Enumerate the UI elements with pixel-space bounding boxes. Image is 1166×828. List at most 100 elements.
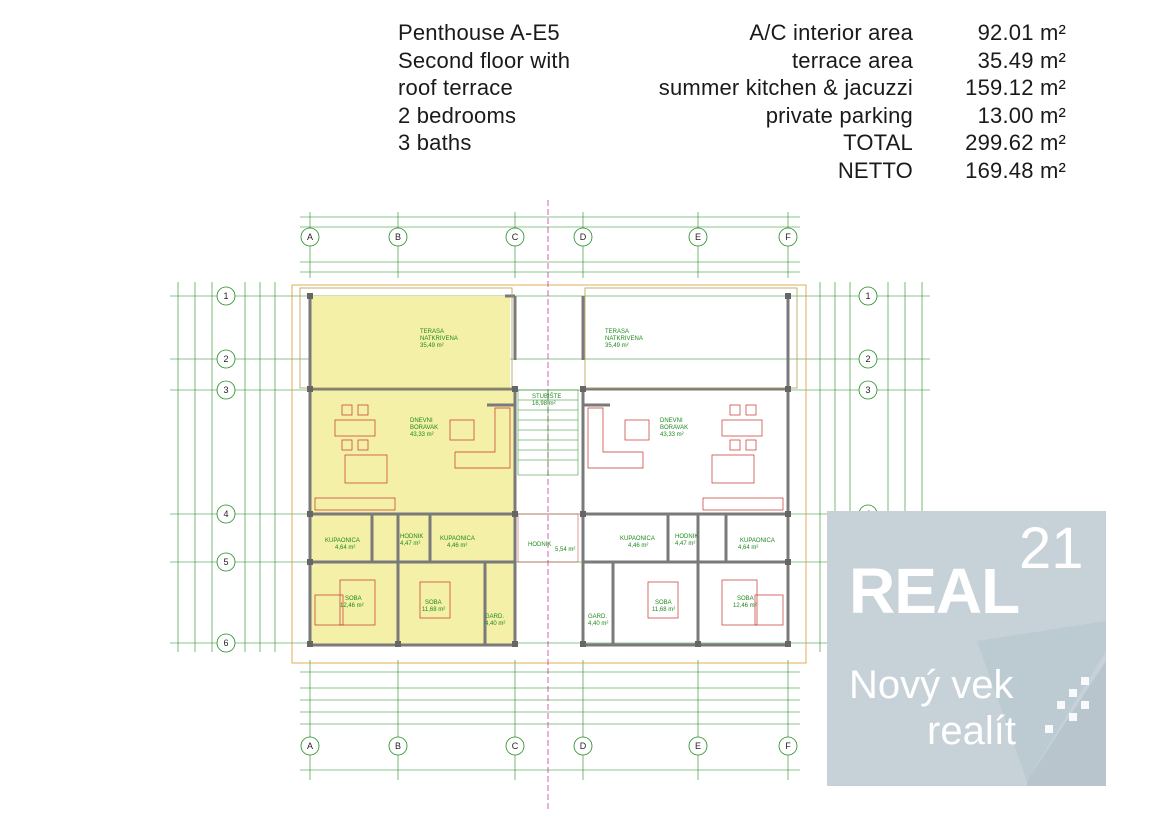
room-kupaonica1-right-1: KUPAONICA (620, 536, 655, 542)
grid-label-bottom-a: A (307, 741, 313, 751)
columns (307, 293, 791, 647)
unit-floor: Second floor with (398, 47, 571, 73)
room-boravak-right-3: 43,33 m² (660, 432, 684, 438)
room-hodnik-right-2: 4,47 m² (675, 541, 695, 547)
room-boravak-left-3: 43,33 m² (410, 432, 434, 438)
dimension-lines-top (300, 212, 800, 278)
room-kupaonica2-right-1: KUPAONICA (740, 538, 775, 544)
grid-label-bottom-b: B (395, 741, 401, 751)
room-soba1-left-1: SOBA (345, 596, 362, 602)
grid-label-top-c: C (512, 232, 519, 242)
area-label-ac: A/C interior area (749, 20, 913, 45)
room-boravak-right-1: DNEVNI (660, 418, 683, 424)
room-gard-left-1: GARD. (485, 614, 504, 620)
room-hodnik-left-2: 4,47 m² (400, 541, 420, 547)
grid-label-left-4: 4 (223, 509, 228, 519)
grid-label-left-2: 2 (223, 354, 228, 364)
grid-label-left-6: 6 (223, 638, 228, 648)
area-values: 92.01 m² 35.49 m² 159.12 m² 13.00 m² 299… (965, 19, 1066, 185)
walls-left-unit (308, 294, 517, 647)
grid-label-right-3: 3 (865, 385, 870, 395)
room-hodnik-right-1: HODNIK (675, 534, 698, 540)
area-value-parking: 13.00 m² (977, 102, 1066, 128)
building-outline (291, 284, 807, 664)
grid-label-bottom-d: D (580, 741, 587, 751)
room-kupaonica2-left-2: 4,46 m² (447, 543, 467, 549)
room-hodnik-left-1: HODNIK (400, 534, 423, 540)
room-gard-right-1: GARD. (588, 614, 607, 620)
room-corridor-2: 5,54 m² (555, 547, 575, 553)
room-boravak-left-1: DNEVNI (410, 418, 433, 424)
grid-label-left-5: 5 (223, 557, 228, 567)
room-soba2-right-2: 12,46 m² (733, 603, 757, 609)
logo-pattern (977, 621, 1106, 786)
area-value-ac: 92.01 m² (977, 20, 1066, 45)
grid-label-bottom-e: E (695, 741, 701, 751)
room-soba2-left-2: 11,68 m² (422, 607, 445, 613)
room-gard-left-2: 4,40 m² (485, 621, 505, 627)
floor-plan: A B C D E F A B C D E F 1 2 3 4 5 6 1 2 … (170, 200, 930, 810)
room-terasa-left-2: NATKRIVENA (420, 336, 458, 342)
real21-logo: REAL 21 Nový vek realít (827, 511, 1106, 786)
walls-right-unit (581, 296, 790, 647)
room-terasa-right-3: 35,49 m² (605, 343, 629, 349)
room-soba2-right-1: SOBA (737, 596, 754, 602)
furniture (314, 404, 784, 626)
grid-label-top-f: F (785, 232, 791, 242)
room-soba1-left-2: 12,46 m² (340, 603, 364, 609)
grid-label-right-2: 2 (865, 354, 870, 364)
area-label-netto: NETTO (837, 157, 913, 183)
room-kupaonica1-right-2: 4,46 m² (628, 543, 648, 549)
room-kupaonica2-right-2: 4,64 m² (738, 545, 758, 551)
logo-number: 21 (1019, 516, 1084, 581)
grid-label-top-b: B (395, 232, 401, 242)
room-terasa-right-2: NATKRIVENA (605, 336, 643, 342)
unit-bedrooms: 2 bedrooms (398, 102, 517, 128)
area-value-terrace: 35.49 m² (977, 47, 1066, 73)
grid-label-right-1: 1 (865, 291, 870, 301)
room-soba1-right-1: SOBA (655, 600, 672, 606)
room-soba1-right-2: 11,68 m² (652, 607, 675, 613)
room-kupaonica1-left-1: KUPAONICA (325, 538, 360, 544)
terrace-outlines (299, 287, 798, 389)
dimension-lines-sides (170, 282, 930, 652)
dimension-lines-bottom (300, 660, 800, 780)
room-terasa-right-1: TERASA (605, 329, 629, 335)
room-corridor-1: HODNIK (528, 542, 551, 548)
area-label-terrace: terrace area (791, 47, 913, 73)
logo-tagline-1: Nový vek (849, 663, 1014, 707)
room-terasa-left-3: 35,49 m² (420, 343, 444, 349)
logo-tagline-2: realít (927, 709, 1016, 753)
area-label-kitchen: summer kitchen & jacuzzi (658, 75, 913, 101)
area-value-kitchen: 159.12 m² (965, 75, 1066, 101)
grid-label-left-1: 1 (223, 291, 228, 301)
grid-label-bottom-c: C (512, 741, 519, 751)
logo-brand: REAL (849, 555, 1020, 627)
grid-label-left-3: 3 (223, 385, 228, 395)
room-labels-right: TERASA NATKRIVENA 35,49 m² DNEVNI BORAVA… (588, 329, 775, 627)
unit-baths: 3 baths (398, 130, 472, 156)
unit-name: Penthouse A-E5 (398, 20, 560, 45)
area-value-netto: 169.48 m² (965, 157, 1066, 183)
grid-label-top-a: A (307, 232, 313, 242)
grid-label-bottom-f: F (785, 741, 791, 751)
grid-label-top-e: E (695, 232, 701, 242)
stair (517, 389, 579, 563)
room-stair-2: 16,98 m² (532, 401, 556, 407)
room-kupaonica1-left-2: 4,64 m² (335, 545, 355, 551)
unit-floor-2: roof terrace (398, 75, 513, 101)
room-boravak-left-2: BORAVAK (410, 425, 438, 431)
room-labels-left: TERASA NATKRIVENA 35,49 m² DNEVNI BORAVA… (325, 329, 505, 627)
room-stair-1: STUBIŠTE (532, 393, 561, 400)
area-labels: A/C interior area terrace area summer ki… (659, 19, 913, 185)
room-terasa-left-1: TERASA (420, 329, 444, 335)
room-soba2-left-1: SOBA (425, 600, 442, 606)
unit-summary: Penthouse A-E5 Second floor with roof te… (398, 19, 570, 157)
area-value-total: 299.62 m² (965, 130, 1066, 156)
area-label-parking: private parking (765, 102, 913, 128)
grid-label-top-d: D (580, 232, 587, 242)
room-kupaonica2-left-1: KUPAONICA (440, 536, 475, 542)
grid-bubbles-top (300, 227, 798, 247)
room-boravak-right-2: BORAVAK (660, 425, 688, 431)
area-label-total: TOTAL (843, 130, 913, 156)
